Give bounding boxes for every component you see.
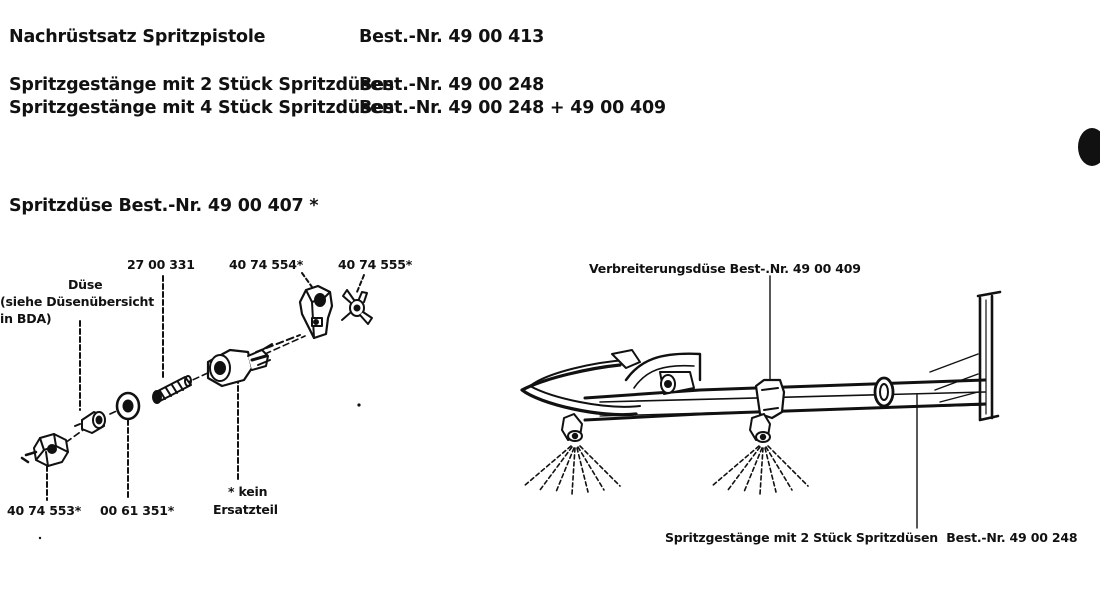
label-duese-note-2: in BDA) (0, 311, 52, 326)
label-40-74-555: 40 74 555* (338, 257, 413, 272)
label-00-61-351: 00 61 351* (100, 503, 175, 518)
leader-40-74-554 (301, 272, 313, 288)
spray-boom-assembly (520, 290, 1002, 443)
boom-2-title: Spritzgestänge mit 2 Stück Spritzdüsen (9, 75, 395, 95)
washer-part (115, 391, 141, 421)
stray-dot (38, 536, 42, 540)
label-40-74-554: 40 74 554* (229, 257, 304, 272)
cap-nut-part (20, 433, 69, 467)
boom-4-title: Spritzgestänge mit 4 Stück Spritzdüsen (9, 98, 395, 118)
nozzle-holder-part (206, 343, 273, 388)
label-spray-boom: Spritzgestänge mit 2 Stück Spritzdüsen B… (665, 530, 1078, 545)
label-no-spare-2: Ersatzteil (213, 502, 278, 517)
leader-40-74-555 (356, 274, 365, 293)
boom-4-order-number: Best.-Nr. 49 00 248 + 49 00 409 (359, 98, 666, 118)
nozzle-heading: Spritzdüse Best.-Nr. 49 00 407 * (9, 196, 319, 216)
nozzle-tip-part (74, 411, 106, 434)
stray-dot (357, 403, 361, 407)
boom-2-order-number: Best.-Nr. 49 00 248 (359, 75, 545, 95)
spray-fan-right (711, 445, 809, 495)
clamp-part (298, 284, 334, 340)
wing-nut-part (341, 289, 373, 325)
label-widening-nozzle: Verbreiterungsdüse Best-.Nr. 49 00 409 (589, 261, 861, 276)
label-duese: Düse (68, 277, 103, 292)
spray-fan-left (523, 445, 621, 495)
label-duese-note-1: (siehe Düsenübersicht (0, 294, 155, 309)
kit-order-number: Best.-Nr. 49 00 413 (359, 27, 545, 47)
kit-title: Nachrüstsatz Spritzpistole (9, 27, 266, 47)
ink-blot (1078, 128, 1100, 166)
label-no-spare-1: * kein (228, 484, 268, 499)
label-27-00-331: 27 00 331 (127, 257, 195, 272)
filter-part (152, 375, 192, 404)
label-40-74-553: 40 74 553* (7, 503, 82, 518)
